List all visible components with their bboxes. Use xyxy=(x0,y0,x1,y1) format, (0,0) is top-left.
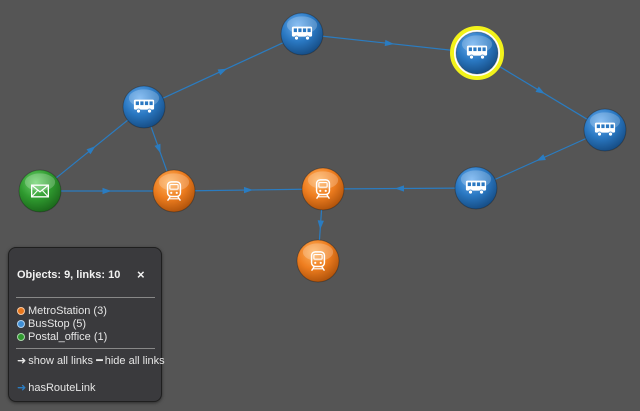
links-layer xyxy=(55,35,588,241)
show-all-label: show all links xyxy=(28,355,94,367)
legend-item-postal[interactable]: Postal_office (1) xyxy=(17,331,107,344)
node-busstop-bus4[interactable] xyxy=(454,166,498,210)
link-arrow-icon xyxy=(317,220,324,230)
node-postal_office-postal1[interactable] xyxy=(18,169,62,213)
node-busstop-bus3[interactable] xyxy=(583,108,627,152)
legend-label: MetroStation (3) xyxy=(28,305,107,317)
node-metrostation-metro1[interactable] xyxy=(152,169,196,213)
link-arrow-icon xyxy=(217,68,228,76)
legend-label: BusStop (5) xyxy=(28,318,87,330)
route-link-label: hasRouteLink xyxy=(28,382,96,394)
node-circle xyxy=(301,167,345,211)
has-route-link-filter[interactable]: ➜hasRouteLink xyxy=(17,382,96,395)
node-metrostation-metro2[interactable] xyxy=(301,167,345,211)
show-all-links-button[interactable]: ➜show all links xyxy=(17,355,93,367)
objects-count-title: Objects: 9, links: 10 xyxy=(17,269,121,281)
node-metrostation-metro3[interactable] xyxy=(296,239,340,283)
busstop-color-dot xyxy=(17,320,25,328)
link-arrow-icon xyxy=(535,86,545,94)
link-arrow-icon xyxy=(243,186,253,194)
link-arrow-icon xyxy=(384,39,394,47)
metro-color-dot xyxy=(17,307,25,315)
legend-label: Postal_office (1) xyxy=(28,331,108,343)
link-arrow-icon xyxy=(86,146,96,155)
nodes-layer xyxy=(18,12,627,283)
postal-color-dot xyxy=(17,333,25,341)
arrow-right-icon: ➜ xyxy=(17,382,27,394)
links-toggle-row: ➜show all links ━hide all links xyxy=(17,355,165,368)
info-panel: Objects: 9, links: 10 × MetroStation (3)… xyxy=(8,247,165,402)
divider xyxy=(16,348,155,349)
node-busstop-bus5[interactable] xyxy=(122,85,166,129)
node-busstop-bus2[interactable] xyxy=(450,26,504,80)
hide-all-links-button[interactable]: ━hide all links xyxy=(96,355,165,367)
node-circle xyxy=(296,239,340,283)
arrow-right-icon: ➜ xyxy=(17,355,27,367)
link-arrow-icon xyxy=(395,185,405,192)
close-icon[interactable]: × xyxy=(137,267,145,282)
node-gloss xyxy=(24,173,56,191)
divider xyxy=(16,297,155,298)
legend-item-metro[interactable]: MetroStation (3) xyxy=(17,305,107,318)
link-arrow-icon xyxy=(154,143,161,154)
link-arrow-icon xyxy=(102,187,112,195)
dash-icon: ━ xyxy=(96,355,103,367)
node-busstop-bus1[interactable] xyxy=(280,12,324,56)
legend-item-busstop[interactable]: BusStop (5) xyxy=(17,318,86,331)
link-arrow-icon xyxy=(536,154,546,161)
hide-all-label: hide all links xyxy=(104,355,165,367)
node-circle xyxy=(152,169,196,213)
